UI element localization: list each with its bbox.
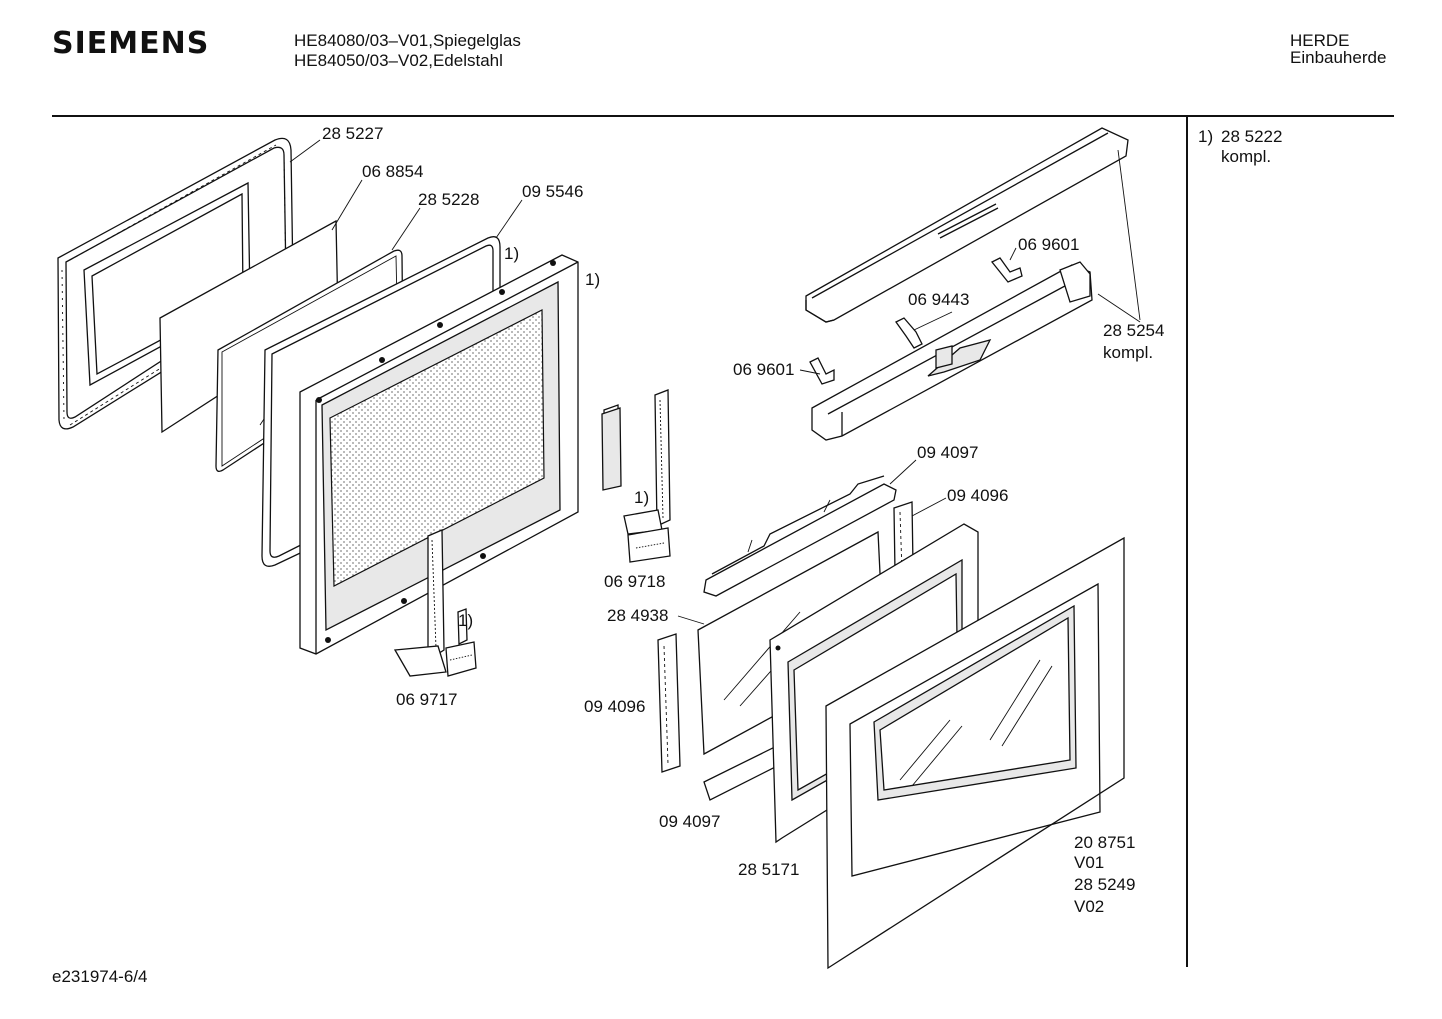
leader-lines — [290, 140, 1140, 624]
outer-frame-gasket — [58, 138, 293, 429]
outer-glass-door — [826, 538, 1124, 968]
label-v02: V02 — [1074, 897, 1105, 916]
side-profile-left — [658, 634, 680, 772]
label-069601-upper: 06 9601 — [1018, 235, 1080, 254]
footnote-note: kompl. — [1221, 147, 1272, 166]
label-284938: 28 4938 — [607, 606, 669, 625]
label-ref-frame: 1) — [585, 270, 601, 289]
footnote-part: 28 5222 — [1221, 127, 1283, 146]
label-ref-hinge-right: 1) — [634, 488, 650, 507]
bottom-trim-rail — [812, 262, 1092, 440]
label-069718: 06 9718 — [604, 572, 666, 591]
subcategory-label: Einbauherde — [1290, 48, 1387, 67]
top-channel — [704, 476, 896, 596]
footnote-marker: 1) — [1198, 127, 1214, 146]
spring-clip — [896, 318, 922, 348]
brand-logo: SIEMENS — [52, 26, 210, 61]
label-069717: 06 9717 — [396, 690, 458, 709]
header-rule — [52, 115, 1394, 117]
label-069601-lower: 06 9601 — [733, 360, 795, 379]
clip-lower — [810, 358, 834, 384]
top-trim-rail — [806, 128, 1128, 322]
label-285254: 28 5254 — [1103, 321, 1165, 340]
label-285254-note: kompl. — [1103, 343, 1154, 362]
label-094097-top: 09 4097 — [917, 443, 979, 462]
label-094096-left: 09 4096 — [584, 697, 646, 716]
clip-upper — [992, 258, 1022, 282]
label-208751: 20 8751 — [1074, 833, 1136, 852]
label-ref-hinge-left: 1) — [458, 611, 474, 630]
label-069443: 06 9443 — [908, 290, 970, 309]
label-285171: 28 5171 — [738, 860, 800, 879]
sidebar-divider — [1186, 117, 1188, 967]
label-v01: V01 — [1074, 853, 1105, 872]
model-line-2: HE84050/03–V02,Edelstahl — [294, 51, 503, 70]
hinge-left — [395, 530, 476, 676]
label-285249: 28 5249 — [1074, 875, 1136, 894]
label-ref-seal: 1) — [504, 244, 520, 263]
label-094096-right: 09 4096 — [947, 486, 1009, 505]
label-095546: 09 5546 — [522, 182, 584, 201]
label-285228: 28 5228 — [418, 190, 480, 209]
insulation-strip — [602, 408, 621, 490]
model-line-1: HE84080/03–V01,Spiegelglas — [294, 31, 521, 50]
category-label: HERDE — [1290, 31, 1350, 50]
label-094097-bottom: 09 4097 — [659, 812, 721, 831]
inner-door-frame — [300, 255, 578, 654]
document-id: e231974-6/4 — [52, 967, 148, 986]
label-285227: 28 5227 — [322, 124, 384, 143]
label-068854: 06 8854 — [362, 162, 424, 181]
